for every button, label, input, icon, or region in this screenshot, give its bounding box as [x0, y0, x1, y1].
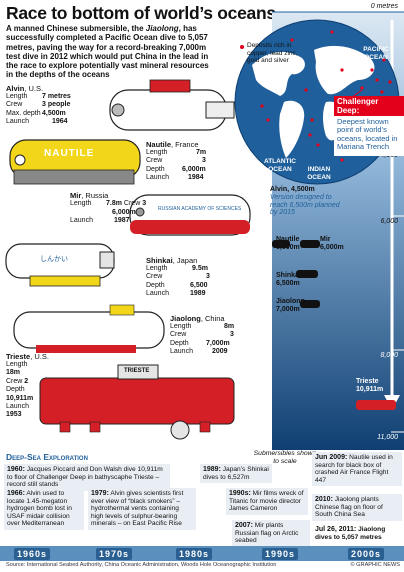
- source-note: Source: International Seabed Authority, …: [6, 562, 277, 568]
- stats-trieste: Trieste, U.S. Length 18m Crew 2 Depth 10…: [6, 352, 49, 419]
- page-title: Race to bottom of world’s oceans: [6, 3, 276, 23]
- hull-label-shinkai: しんかい: [40, 256, 68, 263]
- nautile-sub: [9, 139, 141, 185]
- hull-label-mir: RUSSIAN ACADEMY OF SCIENCES: [158, 206, 242, 212]
- depth-label-6000: 6,000: [380, 218, 398, 225]
- event-1989: 1989: Japan’s Shinkai dives to 6,527m: [200, 464, 272, 484]
- decade-1960s: 1960s: [14, 548, 51, 560]
- hull-label-nautile: NAUTILE: [44, 148, 95, 159]
- scaled-trieste: [356, 400, 396, 410]
- challenger-deep-callout: Challenger Deep: Deepest known point of …: [334, 96, 404, 156]
- challenger-text: Deepest known point of world’s oceans, l…: [337, 117, 398, 152]
- sub-name: Alvin: [6, 84, 25, 93]
- alvin-sub: [109, 79, 235, 131]
- scale-trieste: Trieste 10,911m: [356, 378, 384, 393]
- map-legend: Deposits rich in copper, lead zinc, gold…: [247, 42, 298, 64]
- depth-label-0: 0 metres: [370, 3, 398, 10]
- event-1990s: 1990s: Mir films wreck of Titanic for mo…: [226, 488, 308, 515]
- scale-shinkai: Shinkai 6,500m: [276, 272, 301, 287]
- event-2009: Jun 2009: Nautile used in search for bla…: [312, 452, 402, 487]
- credit: © GRAPHIC NEWS: [350, 562, 401, 568]
- jiaolong-sub: [13, 304, 165, 353]
- scale-note: Submersibles shown to scale: [253, 450, 317, 465]
- event-1966: 1966: Alvin used to locate 1.45-megaton …: [4, 488, 84, 530]
- scale-mir: Mir 6,000m: [320, 236, 344, 251]
- timeline-heading: Deep-Sea Exploration: [6, 452, 88, 462]
- hull-label-trieste: TRIESTE: [124, 368, 150, 374]
- depth-label-8000: 8,000: [380, 352, 398, 359]
- depth-label-11000: 11,000: [377, 434, 398, 441]
- event-2010: 2010: Jiaolong plants Chinese flag on fl…: [312, 494, 402, 521]
- decade-1990s: 1990s: [262, 548, 299, 560]
- event-2007: 2007: Mir plants Russian flag on Arctic …: [232, 520, 310, 547]
- scaled-silhouettes: [272, 240, 320, 308]
- shinkai-sub: [5, 243, 115, 287]
- trieste-sub: [39, 364, 235, 440]
- decade-1970s: 1970s: [96, 548, 133, 560]
- event-1979: 1979: Alvin gives scientists first ever …: [88, 488, 196, 530]
- label-pacific: PACIFIC OCEAN: [363, 46, 389, 61]
- intro-text: A manned Chinese submersible, the Jiaolo…: [6, 24, 209, 80]
- decade-1980s: 1980s: [176, 548, 213, 560]
- scale-jiaolong: Jiaolong 7,000m: [276, 298, 305, 313]
- submersible-illustrations: [5, 79, 396, 440]
- scale-nautile: Nautile 6,000m: [276, 236, 300, 251]
- mir-sub: [129, 194, 251, 236]
- event-2011: Jul 26, 2011: Jiaolong dives to 5,057 me…: [312, 524, 402, 544]
- label-atlantic: ATLANTIC OCEAN: [263, 158, 296, 173]
- scale-alvin: Alvin, 4,500m Version designed to reach …: [270, 186, 340, 217]
- label-indian: INDIAN OCEAN: [307, 166, 331, 181]
- decade-2000s: 2000s: [348, 548, 385, 560]
- event-1960: 1960: Jacques Piccard and Don Walsh dive…: [4, 464, 170, 491]
- challenger-title: Challenger Deep:: [334, 96, 404, 116]
